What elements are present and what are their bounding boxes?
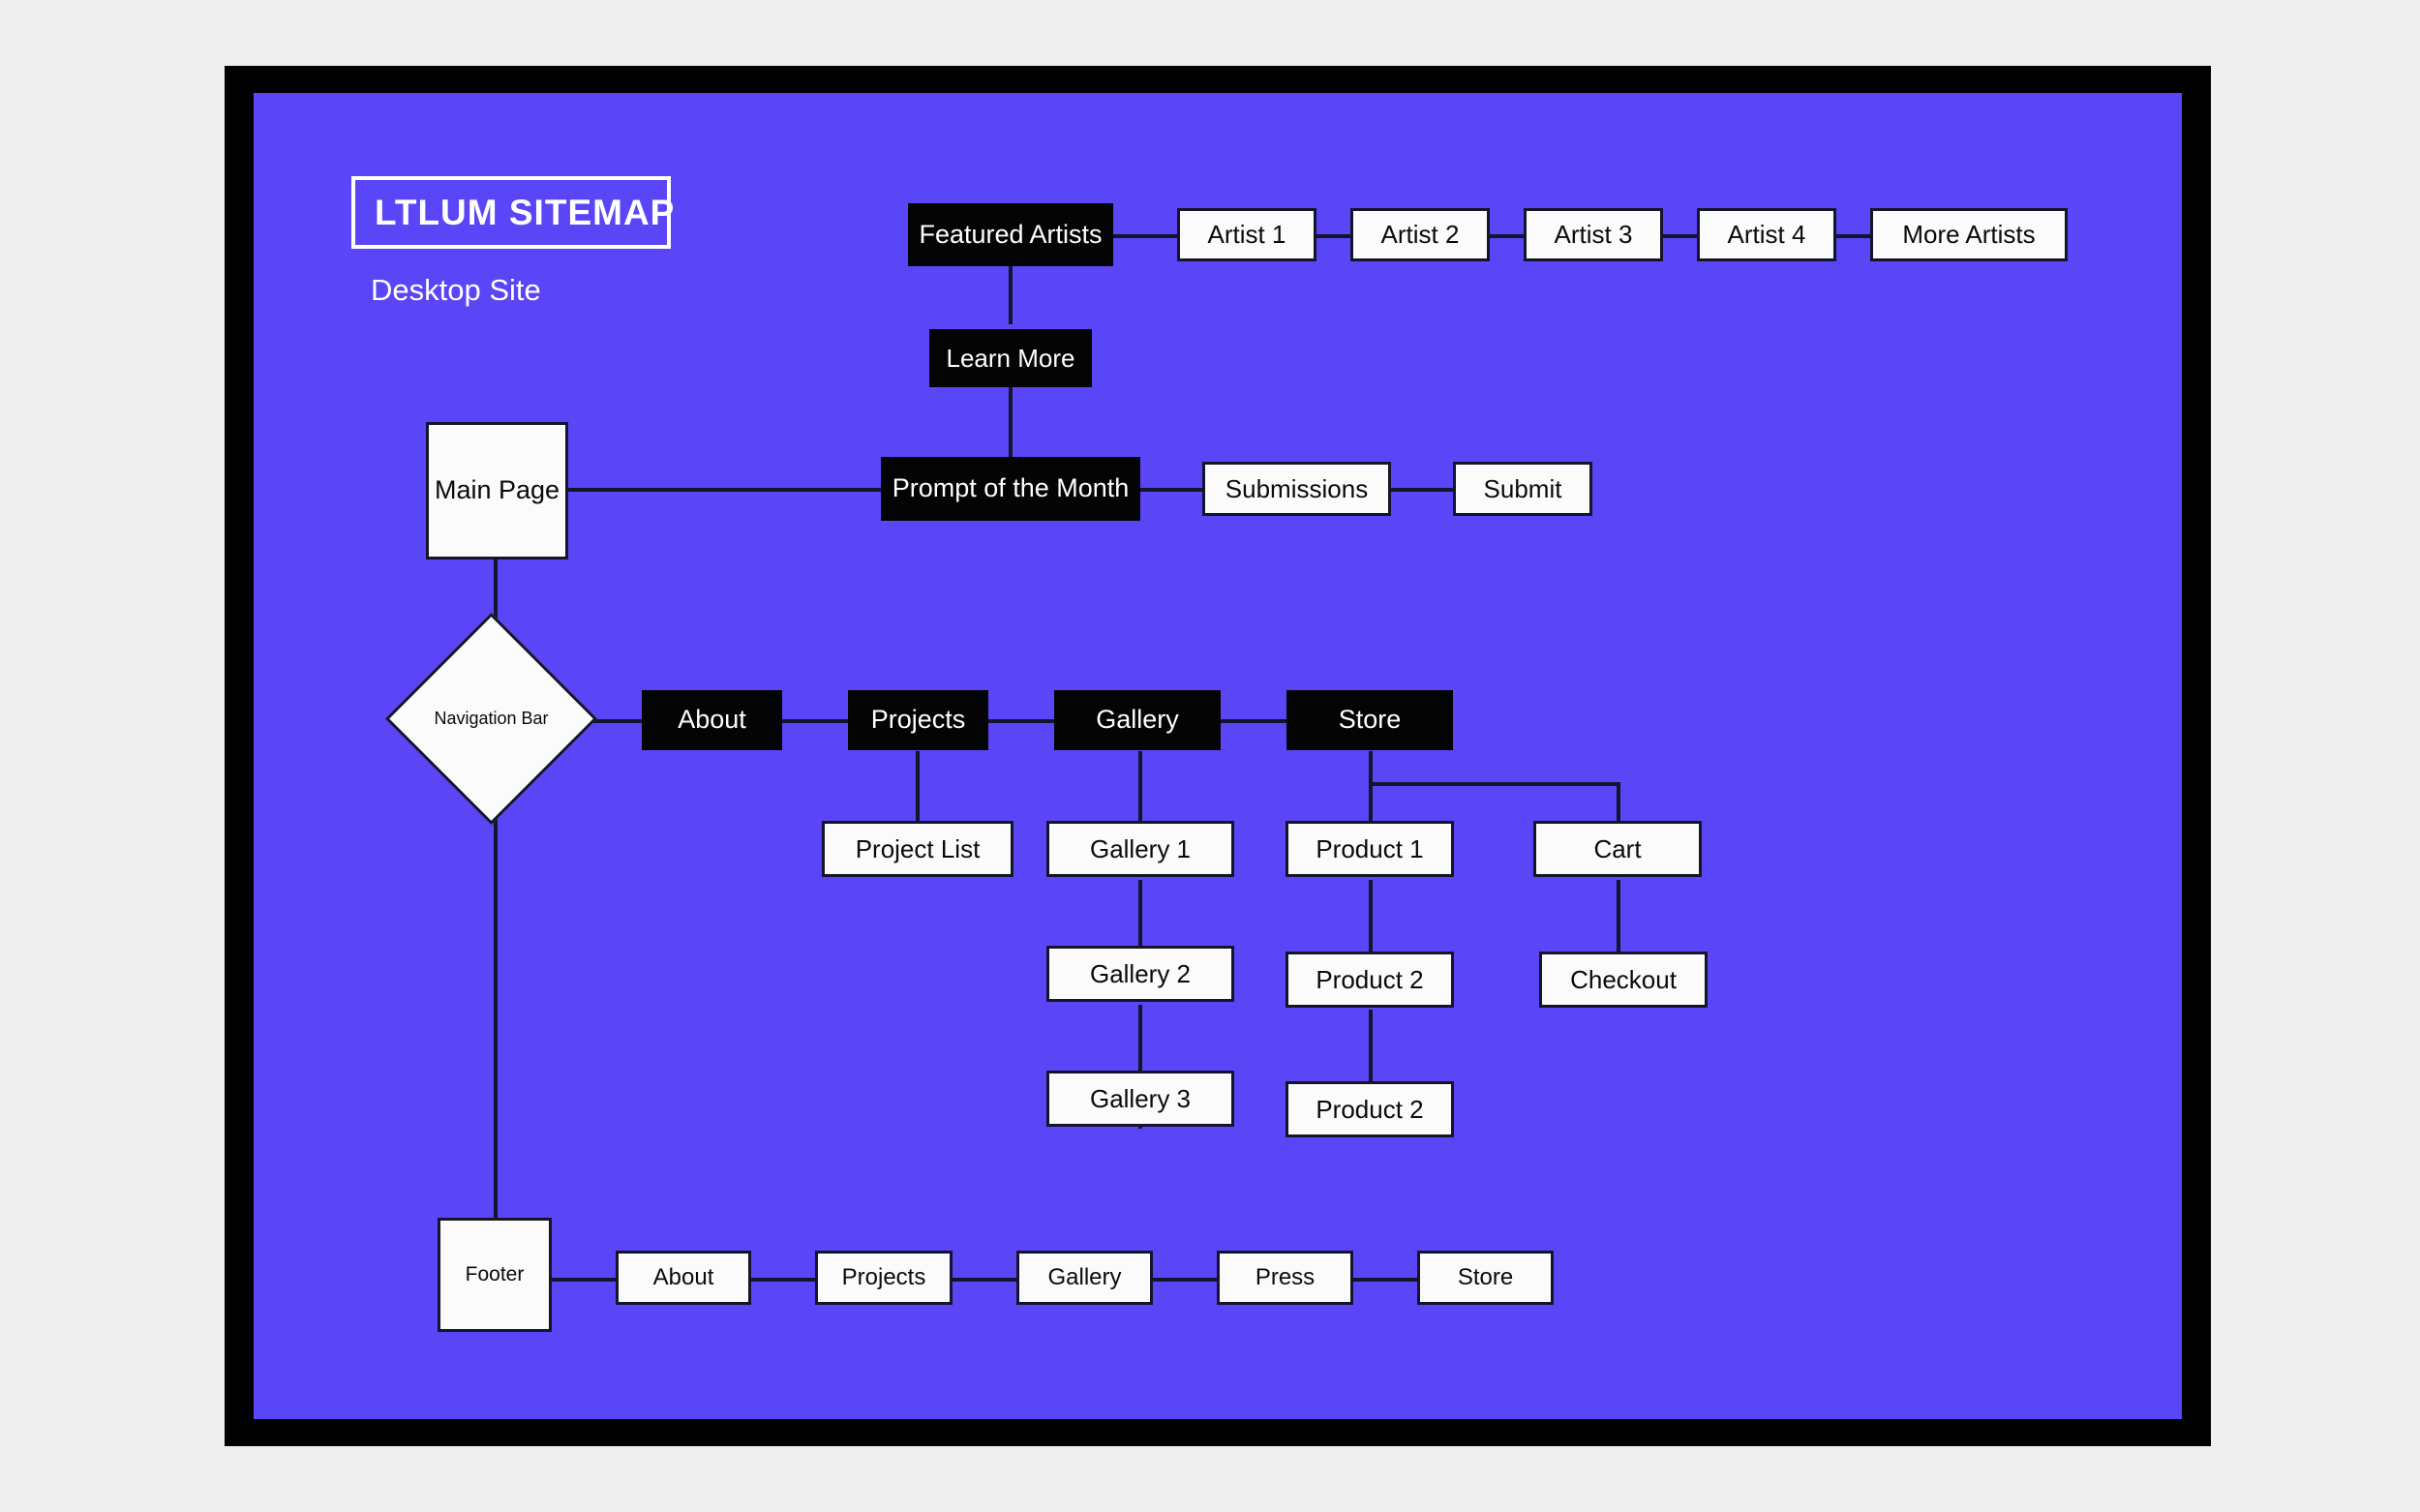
node-prompt-of-the-month[interactable]: Prompt of the Month [881, 457, 1140, 521]
node-artist-2[interactable]: Artist 2 [1350, 208, 1490, 261]
connector-artist2-artist3 [1488, 234, 1525, 238]
page-subtitle: Desktop Site [371, 273, 541, 307]
connector-main-page-navigation-bar [494, 559, 498, 656]
connector-artist1-artist2 [1316, 234, 1352, 238]
connector-main-page-prompt [568, 488, 883, 492]
node-checkout[interactable]: Checkout [1539, 952, 1708, 1008]
node-footer-press[interactable]: Press [1217, 1251, 1353, 1305]
connector-gallery-gallery1 [1138, 751, 1142, 821]
node-artist-1[interactable]: Artist 1 [1177, 208, 1316, 261]
node-projects[interactable]: Projects [848, 690, 988, 750]
connector-featured-artists-learn-more [1009, 266, 1013, 324]
node-about[interactable]: About [642, 690, 782, 750]
node-gallery-2[interactable]: Gallery 2 [1046, 946, 1234, 1002]
connector-footer-about [552, 1278, 616, 1282]
connector-projects-project-list [916, 751, 920, 821]
node-store[interactable]: Store [1286, 690, 1453, 750]
connector-navigation-bar-about [566, 719, 644, 723]
node-learn-more[interactable]: Learn More [929, 329, 1092, 387]
connector-gallery2-gallery3 [1138, 1005, 1142, 1129]
node-product-1[interactable]: Product 1 [1286, 821, 1454, 877]
node-featured-artists[interactable]: Featured Artists [908, 203, 1113, 266]
sitemap-canvas [254, 93, 2182, 1419]
connector-prompt-submissions [1140, 488, 1202, 492]
node-footer-gallery[interactable]: Gallery [1016, 1251, 1153, 1305]
connector-about-projects [780, 719, 848, 723]
connector-gallery1-gallery2 [1138, 880, 1142, 1000]
node-artist-3[interactable]: Artist 3 [1524, 208, 1663, 261]
connector-product2-product2b [1369, 1010, 1373, 1137]
connector-artist4-more-artists [1834, 234, 1871, 238]
node-submissions[interactable]: Submissions [1202, 462, 1391, 516]
node-footer-projects[interactable]: Projects [815, 1251, 953, 1305]
connector-cart-checkout [1617, 880, 1620, 1004]
connector-featured-artists-row [1113, 234, 1179, 238]
connector-gallery-store [1219, 719, 1286, 723]
connector-store-product1-drop [1369, 782, 1373, 821]
node-footer-store[interactable]: Store [1417, 1251, 1554, 1305]
connector-store-cart-drop [1617, 782, 1620, 821]
node-main-page[interactable]: Main Page [426, 422, 568, 559]
node-gallery-3[interactable]: Gallery 3 [1046, 1071, 1234, 1127]
connector-footer-gallery-press [1153, 1278, 1217, 1282]
connector-product1-product2 [1369, 880, 1373, 1004]
node-navigation-bar[interactable]: Navigation Bar [384, 612, 598, 826]
node-submit[interactable]: Submit [1453, 462, 1592, 516]
page-title: LTLUM SITEMAP [375, 192, 676, 232]
connector-footer-about-projects [751, 1278, 815, 1282]
node-gallery[interactable]: Gallery [1054, 690, 1221, 750]
connector-submissions-submit [1391, 488, 1453, 492]
node-footer[interactable]: Footer [438, 1218, 552, 1332]
connector-store-bus [1369, 782, 1620, 786]
node-more-artists[interactable]: More Artists [1870, 208, 2068, 261]
connector-store-stem [1369, 751, 1373, 786]
node-product-2-b[interactable]: Product 2 [1286, 1081, 1454, 1137]
connector-learn-more-prompt [1009, 387, 1013, 465]
connector-projects-gallery [988, 719, 1054, 723]
node-artist-4[interactable]: Artist 4 [1697, 208, 1836, 261]
connector-footer-press-store [1353, 1278, 1417, 1282]
connector-artist3-artist4 [1661, 234, 1698, 238]
node-product-2[interactable]: Product 2 [1286, 952, 1454, 1008]
connector-footer-projects-gallery [953, 1278, 1016, 1282]
node-footer-about[interactable]: About [616, 1251, 751, 1305]
node-cart[interactable]: Cart [1533, 821, 1702, 877]
sitemap-title-box: LTLUM SITEMAP [351, 176, 674, 249]
node-project-list[interactable]: Project List [822, 821, 1013, 877]
node-gallery-1[interactable]: Gallery 1 [1046, 821, 1234, 877]
connector-navigation-bar-footer [494, 782, 498, 1220]
